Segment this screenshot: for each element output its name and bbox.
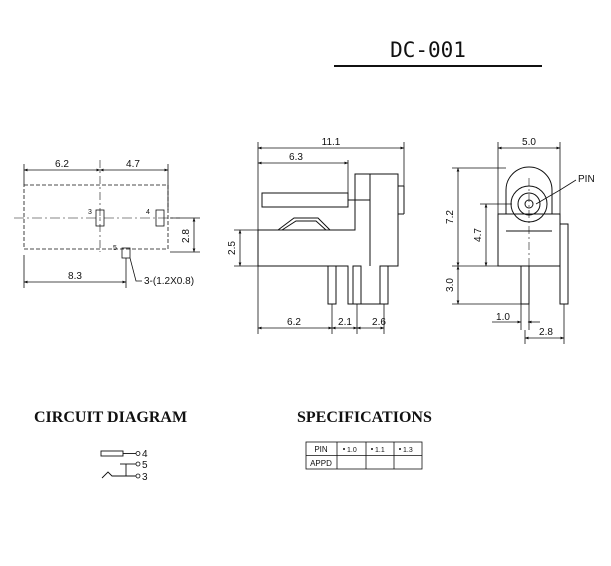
end-view [497, 166, 569, 305]
circuit-symbol [100, 450, 136, 479]
side-dim-bottom-c: 2.6 [372, 317, 386, 328]
side-dim-height: 2.5 [227, 241, 238, 255]
front-pin-4-label: 4 [146, 209, 150, 216]
end-dim-pin-length: 3.0 [445, 278, 456, 292]
end-dim-width: 5.0 [522, 137, 536, 148]
front-view-outline [23, 184, 169, 250]
spec-col-1-bullet [343, 448, 345, 450]
spec-row-label-pin: PIN [314, 445, 328, 454]
pad-5 [121, 247, 131, 259]
side-pin-2 [352, 265, 362, 305]
end-dim-pin-spacing: 2.8 [539, 327, 553, 338]
spec-col-3: 1.3 [403, 447, 413, 454]
front-dim-bottom: 8.3 [68, 271, 82, 282]
side-dim-total: 11.1 [322, 137, 341, 148]
side-pin-3 [379, 265, 389, 305]
side-barrel [261, 192, 349, 208]
spec-col-2-bullet [371, 448, 373, 450]
end-dim-height-total: 7.2 [445, 210, 456, 224]
pad-size-label: 3-(1.2X0.8) [144, 276, 194, 287]
spec-col-2: 1.1 [375, 447, 385, 454]
specifications-table [305, 441, 423, 470]
side-dim-bottom-b: 2.1 [338, 317, 352, 328]
side-dim-bottom-a: 6.2 [287, 317, 301, 328]
side-dim-top: 6.3 [289, 152, 303, 163]
front-dim-right: 4.7 [126, 159, 140, 170]
front-dim-height: 2.8 [181, 229, 192, 243]
spec-row-label-appd: APPD [310, 459, 332, 468]
pin-callout-label: PIN [578, 174, 595, 185]
specifications-heading: SPECIFICATIONS [297, 409, 432, 426]
circuit-diagram-heading: CIRCUIT DIAGRAM [34, 409, 187, 426]
front-dim-left: 6.2 [55, 159, 69, 170]
drawing-title: DC-001 [390, 38, 466, 62]
pad-4 [155, 209, 165, 227]
front-pin-3-label: 3 [88, 209, 92, 216]
circuit-terminal-5 [135, 461, 141, 467]
circuit-pin-3-label: 3 [142, 472, 148, 483]
front-view [14, 160, 200, 288]
pad-3 [95, 209, 105, 227]
front-pin-5-label: 5 [113, 245, 117, 252]
spec-col-3-bullet [399, 448, 401, 450]
circuit-pin-4-label: 4 [142, 449, 148, 460]
spec-col-1: 1.0 [347, 447, 357, 454]
end-top-housing [505, 166, 553, 214]
side-view [257, 173, 405, 305]
end-pin-left [520, 265, 530, 305]
end-dim-pin-width: 1.0 [496, 312, 510, 323]
circuit-terminal-4 [135, 451, 141, 456]
circuit-terminal-3 [135, 473, 141, 479]
end-pin-right [559, 223, 569, 305]
end-dim-height-center: 4.7 [473, 228, 484, 242]
side-pin-1 [327, 265, 337, 305]
circuit-pin-5-label: 5 [142, 460, 148, 471]
circuit-plug-contact [100, 450, 124, 457]
